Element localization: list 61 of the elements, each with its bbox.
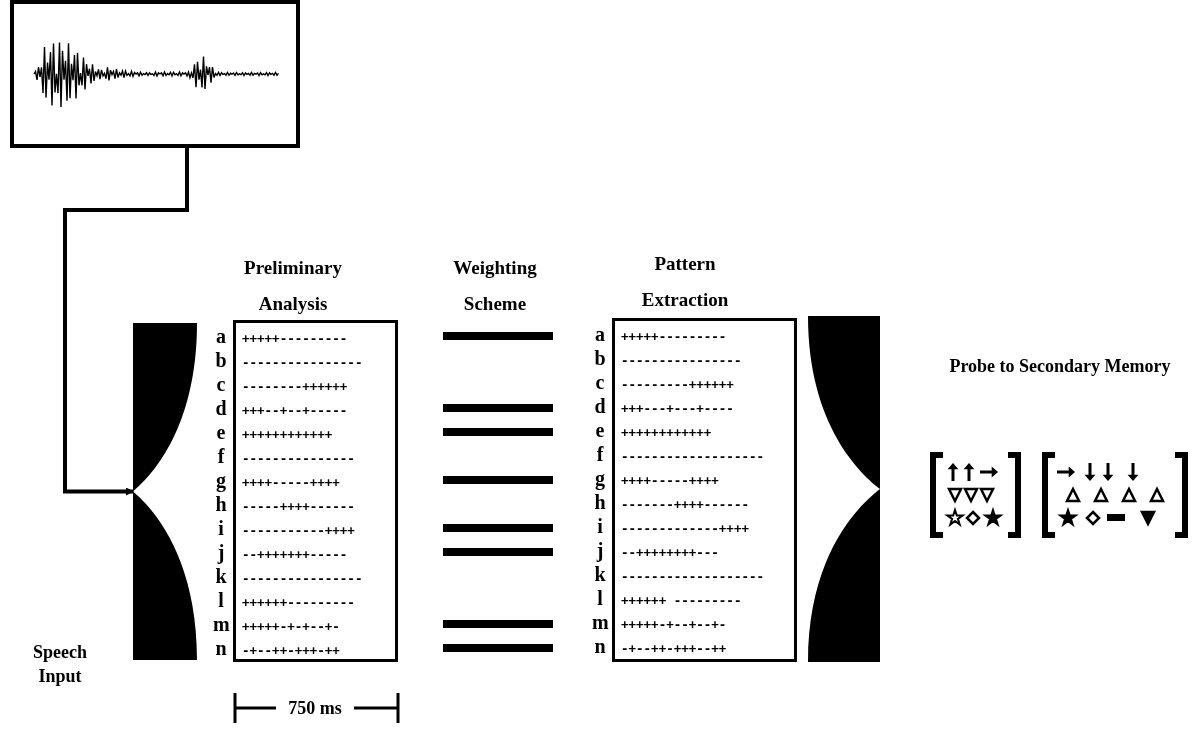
- feature-row: --++++++++---: [621, 545, 719, 561]
- row-letter: d: [593, 397, 607, 415]
- text-label: Probe to Secondary Memory: [948, 355, 1172, 378]
- feature-row: +++---+---+----: [621, 401, 734, 417]
- column-heading: Preliminary Analysis: [243, 256, 343, 316]
- feature-row: ---------++++++: [621, 377, 734, 393]
- feature-row: ++++-----++++: [242, 475, 340, 491]
- feature-row: -----++++------: [242, 499, 355, 515]
- row-letter: n: [214, 639, 228, 657]
- feature-row: +++++-+-+--+-: [242, 619, 340, 635]
- row-letter: i: [217, 519, 225, 537]
- row-letter: b: [593, 349, 607, 367]
- feature-row: ++++++---------: [242, 595, 355, 611]
- feature-row: ----------------: [242, 355, 363, 371]
- feature-row: -------------------: [621, 449, 764, 465]
- row-letter: k: [593, 565, 607, 583]
- filter-envelope-drawing: [133, 323, 197, 660]
- feature-row: +++++---------: [621, 329, 727, 345]
- feature-row: -----------++++: [242, 523, 355, 539]
- feature-row: ----------------: [621, 353, 742, 369]
- feature-row: -------++++------: [621, 497, 749, 513]
- feature-row: -+--++-+++-++: [242, 643, 340, 659]
- feature-row: +++++---------: [242, 331, 348, 347]
- row-letter: e: [215, 423, 227, 441]
- row-letter: h: [593, 493, 607, 511]
- feature-row: ++++-----++++: [621, 473, 719, 489]
- feature-row: -------------++++: [621, 521, 749, 537]
- feature-row: ++++++++++++: [242, 427, 333, 443]
- connector-arrow: [63, 148, 189, 496]
- feature-row: -+--++-+++--++: [621, 641, 727, 657]
- feature-row: +++++-+--+--+-: [621, 617, 727, 633]
- feature-row: ----------------: [242, 571, 363, 587]
- column-heading: Weighting Scheme: [452, 256, 538, 316]
- feature-row: +++--+--+-----: [242, 403, 348, 419]
- row-letter: l: [217, 591, 225, 609]
- row-letter: m: [213, 615, 229, 633]
- row-letter: m: [592, 613, 608, 631]
- row-letter: a: [594, 325, 606, 343]
- row-letter: e: [594, 421, 606, 439]
- feature-row: ++++++++++++: [621, 425, 712, 441]
- feature-row: ---------------: [242, 451, 355, 467]
- row-letter: f: [595, 445, 605, 463]
- row-letter: h: [214, 495, 228, 513]
- row-letter: f: [216, 447, 226, 465]
- row-letter: c: [215, 375, 227, 393]
- row-letter: l: [596, 589, 604, 607]
- row-letter: a: [215, 327, 227, 345]
- column-heading: Pattern Extraction: [640, 252, 730, 312]
- filter-envelope-drawing: [808, 316, 880, 662]
- row-letter: c: [594, 373, 606, 391]
- row-letter: b: [214, 351, 228, 369]
- feature-row: -------------------: [621, 569, 764, 585]
- waveform-panel: [10, 0, 300, 148]
- feature-row: --------++++++: [242, 379, 348, 395]
- feature-row: --+++++++-----: [242, 547, 348, 563]
- row-letter: i: [596, 517, 604, 535]
- feature-row: ++++++ ---------: [621, 593, 742, 609]
- row-letter: d: [214, 399, 228, 417]
- row-letter: n: [593, 637, 607, 655]
- row-letter: k: [214, 567, 228, 585]
- text-label: Speech Input: [32, 641, 88, 688]
